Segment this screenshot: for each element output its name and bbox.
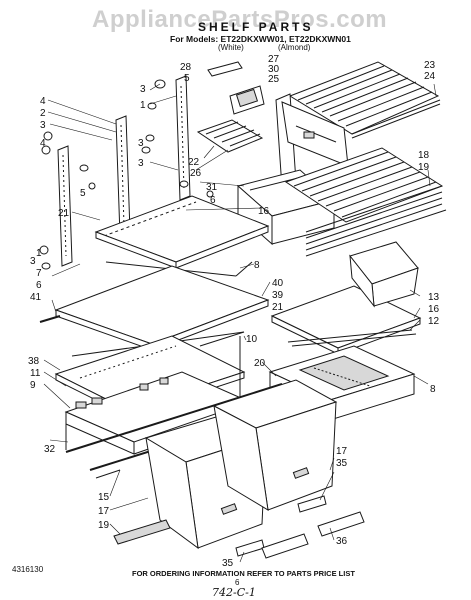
glass-shelf-middle xyxy=(39,265,270,357)
leader-lines xyxy=(43,83,437,563)
models-line: For Models: ET22DKXWW01, ET22DKXWN01 xyxy=(170,34,351,44)
document-code: 4316130 xyxy=(12,565,44,574)
callout-23b: 21 xyxy=(272,302,284,313)
callout-38: 38 xyxy=(28,356,40,367)
callout-9: 9 xyxy=(30,380,36,391)
callout-12: 12 xyxy=(428,316,440,327)
variant-white: (White) xyxy=(218,43,244,52)
callout-31: 32 xyxy=(44,444,56,455)
callout-27: 26 xyxy=(190,168,202,179)
callout-25: 24 xyxy=(424,71,436,82)
callout-2: 2 xyxy=(40,108,46,119)
ordering-note: FOR ORDERING INFORMATION REFER TO PARTS … xyxy=(132,569,355,578)
callout-13: 13 xyxy=(428,292,440,303)
crisper-drawer-right xyxy=(212,379,338,511)
callout-30: 30 xyxy=(268,64,280,75)
callout-11: 11 xyxy=(30,368,41,379)
callout-35: 31 xyxy=(206,182,218,193)
callout-1: 1 xyxy=(140,100,146,111)
shelf-bracket-28 xyxy=(207,61,265,115)
callout-5b: 5 xyxy=(80,188,86,199)
wire-shelf-lower-right xyxy=(284,147,447,257)
callout-8: 8 xyxy=(254,260,260,271)
callout-3d: 3 xyxy=(138,158,144,169)
callout-23: 21 xyxy=(58,208,70,219)
shelf-support-rail-center xyxy=(175,75,191,201)
variant-almond: (Almond) xyxy=(278,43,311,52)
callout-39: 39 xyxy=(272,290,284,301)
callout-5: 5 xyxy=(184,73,190,84)
callout-3b: 3 xyxy=(40,120,46,131)
shelf-support-rail-left-lower xyxy=(57,145,73,267)
callout-17: 18 xyxy=(418,150,430,161)
callout-6: 6 xyxy=(210,195,216,206)
handwritten-code: 742-C-1 xyxy=(212,586,256,599)
callout-32: 35 xyxy=(336,458,348,469)
callout-21: 19 xyxy=(98,520,110,531)
callout-7: 7 xyxy=(36,268,42,279)
callout-15: 15 xyxy=(98,492,110,503)
door-bin xyxy=(349,241,419,308)
callout-numbers: 28 5 3 1 27 30 25 23 24 4 2 3 4 3 3 22 2… xyxy=(28,54,440,569)
callout-10: 10 xyxy=(246,334,258,345)
callout-41: 41 xyxy=(30,292,42,303)
callout-26: 25 xyxy=(268,74,280,85)
callout-1b: 1 xyxy=(36,248,42,259)
callout-36: 36 xyxy=(336,536,348,547)
callout-16b: 16 xyxy=(428,304,440,315)
callout-4: 4 xyxy=(40,96,46,107)
callout-28: 27 xyxy=(268,54,280,65)
page-number: 6 xyxy=(235,578,240,587)
callout-24: 23 xyxy=(424,60,436,71)
diagram-title: SHELF PARTS xyxy=(198,20,314,34)
shelf-support-rail-left-upper xyxy=(115,115,131,237)
callout-29: 28 xyxy=(180,62,192,73)
callout-8b: 8 xyxy=(430,384,436,395)
callout-32b: 35 xyxy=(222,558,234,569)
callout-16: 16 xyxy=(258,206,270,217)
callout-4b: 4 xyxy=(40,138,46,149)
callout-3: 3 xyxy=(140,84,146,95)
wire-shelf-upper-right xyxy=(288,61,441,139)
watermark: AppliancePartsPros.com xyxy=(92,6,388,33)
callout-19: 17 xyxy=(98,506,110,517)
dairy-compartment-panel xyxy=(275,93,349,189)
callout-40: 40 xyxy=(272,278,284,289)
callout-19b: 17 xyxy=(336,446,348,457)
callout-22: 22 xyxy=(188,157,200,168)
egg-tray xyxy=(196,119,264,153)
glass-shelf-upper xyxy=(94,195,270,277)
callout-6b: 6 xyxy=(36,280,42,291)
crisper-labels xyxy=(113,495,365,559)
callout-3c: 3 xyxy=(138,138,144,149)
callout-3e: 3 xyxy=(30,256,36,267)
callout-20: 20 xyxy=(254,358,266,369)
rail-clips xyxy=(39,79,214,270)
callout-18: 19 xyxy=(418,162,430,173)
